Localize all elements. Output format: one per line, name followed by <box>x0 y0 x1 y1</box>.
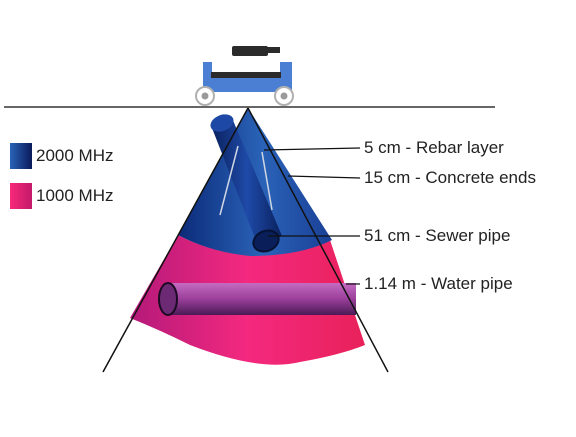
gpr-cart-icon <box>195 46 294 106</box>
callout-water-pipe: 1.14 m - Water pipe <box>364 274 513 293</box>
leader-rebar <box>263 147 361 151</box>
rebar-line-left <box>219 145 239 216</box>
callout-concrete-ends: 15 cm - Concrete ends <box>364 168 536 187</box>
legend-label-2000mhz: 2000 MHz <box>36 146 114 165</box>
water-pipe <box>158 282 356 316</box>
legend-swatch-1000mhz <box>10 183 32 209</box>
cone-edge-left <box>102 107 249 373</box>
callout-sewer-pipe: 51 cm - Sewer pipe <box>364 226 511 245</box>
leader-concrete <box>287 175 361 179</box>
callout-rebar-layer: 5 cm - Rebar layer <box>364 138 504 157</box>
rebar-line-right <box>261 151 273 211</box>
legend-label-1000mhz: 1000 MHz <box>36 186 114 205</box>
legend-swatch-2000mhz <box>10 143 32 169</box>
cone-edge-right <box>247 107 389 373</box>
